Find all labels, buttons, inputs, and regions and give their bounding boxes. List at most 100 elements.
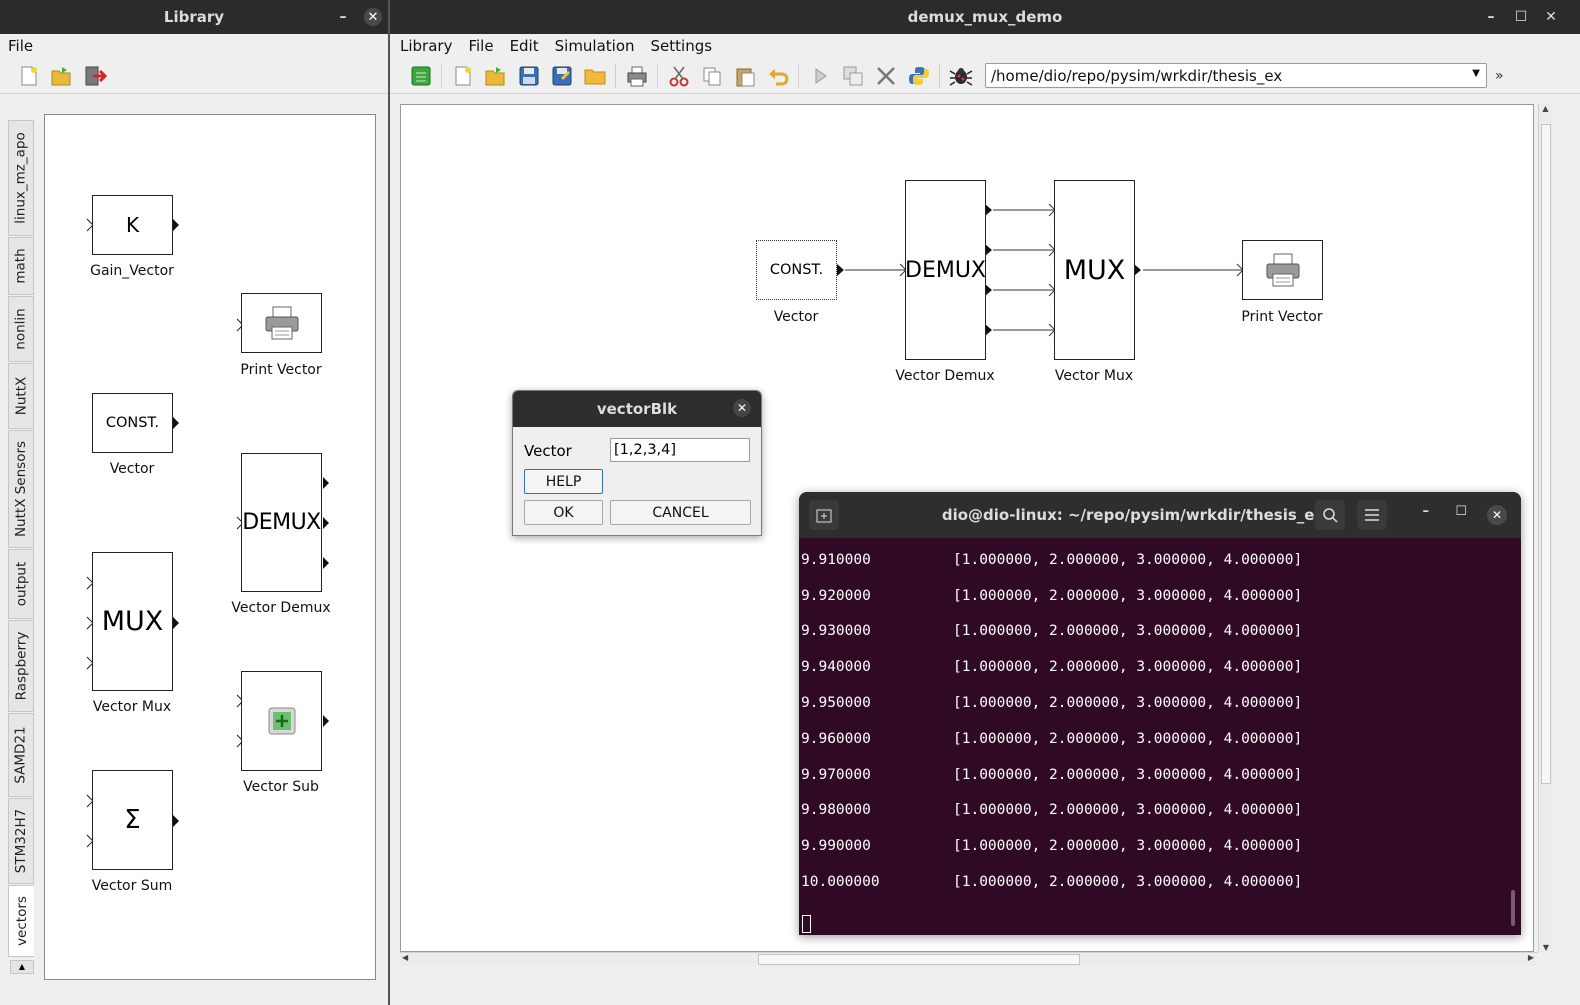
library-icon[interactable] xyxy=(408,63,434,89)
toolbar-separator xyxy=(441,63,442,88)
ok-button[interactable]: OK xyxy=(524,500,603,525)
run-icon[interactable] xyxy=(807,63,833,89)
tab-linux-mz-apo[interactable]: linux_mz_apo xyxy=(8,120,34,236)
tools-icon[interactable] xyxy=(873,63,899,89)
vector-field-input[interactable]: [1,2,3,4] xyxy=(610,438,750,462)
lib-vector-demux-block[interactable]: DEMUX xyxy=(241,453,322,592)
tab-samd21[interactable]: SAMD21 xyxy=(8,713,34,797)
diagram-demux-block[interactable]: DEMUX xyxy=(905,180,986,360)
terminal-line: 9.990000[1.000000, 2.000000, 3.000000, 4… xyxy=(801,838,1303,855)
horizontal-scroll-thumb[interactable] xyxy=(758,954,1080,965)
tab-nuttx[interactable]: NuttX xyxy=(8,363,34,429)
main-toolbar: /home/dio/repo/pysim/wrkdir/thesis_ex ▼ … xyxy=(390,58,1580,94)
diagram-connections xyxy=(837,203,1244,337)
terminal-cursor xyxy=(802,915,811,933)
terminal-line: 9.970000[1.000000, 2.000000, 3.000000, 4… xyxy=(801,766,1303,783)
terminal-minimize-icon[interactable]: – xyxy=(1422,504,1430,519)
scroll-up-icon[interactable]: ▲ xyxy=(1542,104,1549,113)
hamburger-menu-icon xyxy=(1365,509,1379,521)
toolbar-overflow-icon[interactable]: » xyxy=(1495,67,1504,84)
main-close-icon[interactable]: ✕ xyxy=(1545,9,1557,25)
menu-settings[interactable]: Settings xyxy=(650,37,713,55)
vertical-scrollbar[interactable]: ▲ ▼ xyxy=(1538,104,1552,952)
vector-field-value: [1,2,3,4] xyxy=(614,442,677,458)
library-menu-file[interactable]: File xyxy=(8,37,34,55)
new-file-icon[interactable] xyxy=(450,63,476,89)
horizontal-scrollbar[interactable]: ◀ ▶ xyxy=(400,952,1538,966)
gain-symbol: K xyxy=(125,213,140,237)
terminal-maximize-icon[interactable]: ☐ xyxy=(1455,504,1467,519)
chevron-down-icon[interactable]: ▼ xyxy=(1472,68,1480,79)
diagram-print-label: Print Vector xyxy=(1241,309,1323,325)
python-icon[interactable] xyxy=(906,63,932,89)
menu-simulation[interactable]: Simulation xyxy=(554,37,635,55)
open-folder-icon[interactable] xyxy=(49,63,75,89)
library-titlebar: Library – ✕ xyxy=(0,0,388,34)
main-minimize-icon[interactable]: – xyxy=(1487,9,1495,25)
terminal-search-button[interactable] xyxy=(1315,500,1345,530)
tab-output[interactable]: output xyxy=(8,549,34,619)
paste-icon[interactable] xyxy=(732,63,758,89)
toolbar-separator xyxy=(798,63,799,88)
close-icon: ✕ xyxy=(1491,508,1503,522)
terminal-window: dio@dio-linux: ~/repo/pysim/wrkdir/thesi… xyxy=(799,492,1521,935)
tab-scroll-up-icon[interactable]: ▲ xyxy=(10,960,34,974)
tab-vectors[interactable]: vectors xyxy=(8,885,34,957)
main-maximize-icon[interactable]: ☐ xyxy=(1514,9,1528,25)
copy-icon[interactable] xyxy=(699,63,725,89)
scroll-down-icon[interactable]: ▼ xyxy=(1542,943,1550,952)
scroll-left-icon[interactable]: ◀ xyxy=(402,953,409,962)
lib-gain-vector-block[interactable]: K xyxy=(92,195,173,255)
path-combobox[interactable]: /home/dio/repo/pysim/wrkdir/thesis_ex ▼ xyxy=(985,63,1487,88)
help-button[interactable]: HELP xyxy=(524,469,603,494)
tab-raspberry[interactable]: Raspberry xyxy=(8,620,34,712)
library-window: Library – ✕ File linux_mz_apo math nonli… xyxy=(0,0,388,1005)
menu-file[interactable]: File xyxy=(468,37,494,55)
dialog-close-button[interactable]: ✕ xyxy=(733,399,751,417)
lib-vector-mux-block[interactable]: MUX xyxy=(92,552,173,691)
vertical-scroll-thumb[interactable] xyxy=(1541,124,1551,784)
demux-symbol: DEMUX xyxy=(905,257,986,283)
new-file-icon[interactable] xyxy=(16,63,42,89)
lib-print-vector-block[interactable] xyxy=(241,293,322,353)
save-as-icon[interactable] xyxy=(549,63,575,89)
tab-math[interactable]: math xyxy=(8,237,34,295)
folder-icon[interactable] xyxy=(582,63,608,89)
library-ports-layer xyxy=(86,218,329,848)
diagram-const-block[interactable]: CONST. xyxy=(756,240,837,300)
terminal-scrollbar[interactable] xyxy=(1511,890,1515,926)
undo-icon[interactable] xyxy=(765,63,791,89)
debug-bug-icon[interactable] xyxy=(948,63,974,89)
terminal-output[interactable]: 9.910000[1.000000, 2.000000, 3.000000, 4… xyxy=(801,542,1521,935)
library-canvas: K Gain_Vector Print Vector CONST. Vector… xyxy=(44,114,376,980)
menu-library[interactable]: Library xyxy=(400,37,453,55)
lib-vector-demux-label: Vector Demux xyxy=(231,600,331,616)
tab-nuttx-sensors[interactable]: NuttX Sensors xyxy=(8,430,34,548)
lib-vector-const-block[interactable]: CONST. xyxy=(92,393,173,453)
blocks-icon[interactable] xyxy=(840,63,866,89)
cut-icon[interactable] xyxy=(666,63,692,89)
new-tab-icon xyxy=(816,509,832,523)
lib-vector-sum-block[interactable]: Σ xyxy=(92,770,173,870)
library-close-button[interactable]: ✕ xyxy=(358,0,388,34)
cancel-button[interactable]: CANCEL xyxy=(610,500,751,525)
tab-stm32h7[interactable]: STM32H7 xyxy=(8,798,34,884)
scroll-right-icon[interactable]: ▶ xyxy=(1527,953,1534,962)
new-tab-button[interactable] xyxy=(809,500,839,530)
lib-vector-sub-block[interactable] xyxy=(241,671,322,771)
terminal-menu-button[interactable] xyxy=(1357,500,1387,530)
open-icon[interactable] xyxy=(483,63,509,89)
printer-icon xyxy=(1266,253,1299,287)
tab-nonlin[interactable]: nonlin xyxy=(8,296,34,362)
menu-edit[interactable]: Edit xyxy=(509,37,539,55)
dialog-title: vectorBlk xyxy=(596,400,678,418)
diagram-print-block[interactable] xyxy=(1242,240,1323,300)
minimize-icon[interactable]: – xyxy=(339,9,347,25)
diagram-mux-block[interactable]: MUX xyxy=(1054,180,1135,360)
save-icon[interactable] xyxy=(516,63,542,89)
terminal-close-button[interactable]: ✕ xyxy=(1487,505,1507,525)
print-icon[interactable] xyxy=(624,63,650,89)
exit-icon[interactable] xyxy=(82,63,108,89)
dialog-titlebar: vectorBlk ✕ xyxy=(513,391,761,427)
terminal-line: 9.910000[1.000000, 2.000000, 3.000000, 4… xyxy=(801,551,1303,568)
